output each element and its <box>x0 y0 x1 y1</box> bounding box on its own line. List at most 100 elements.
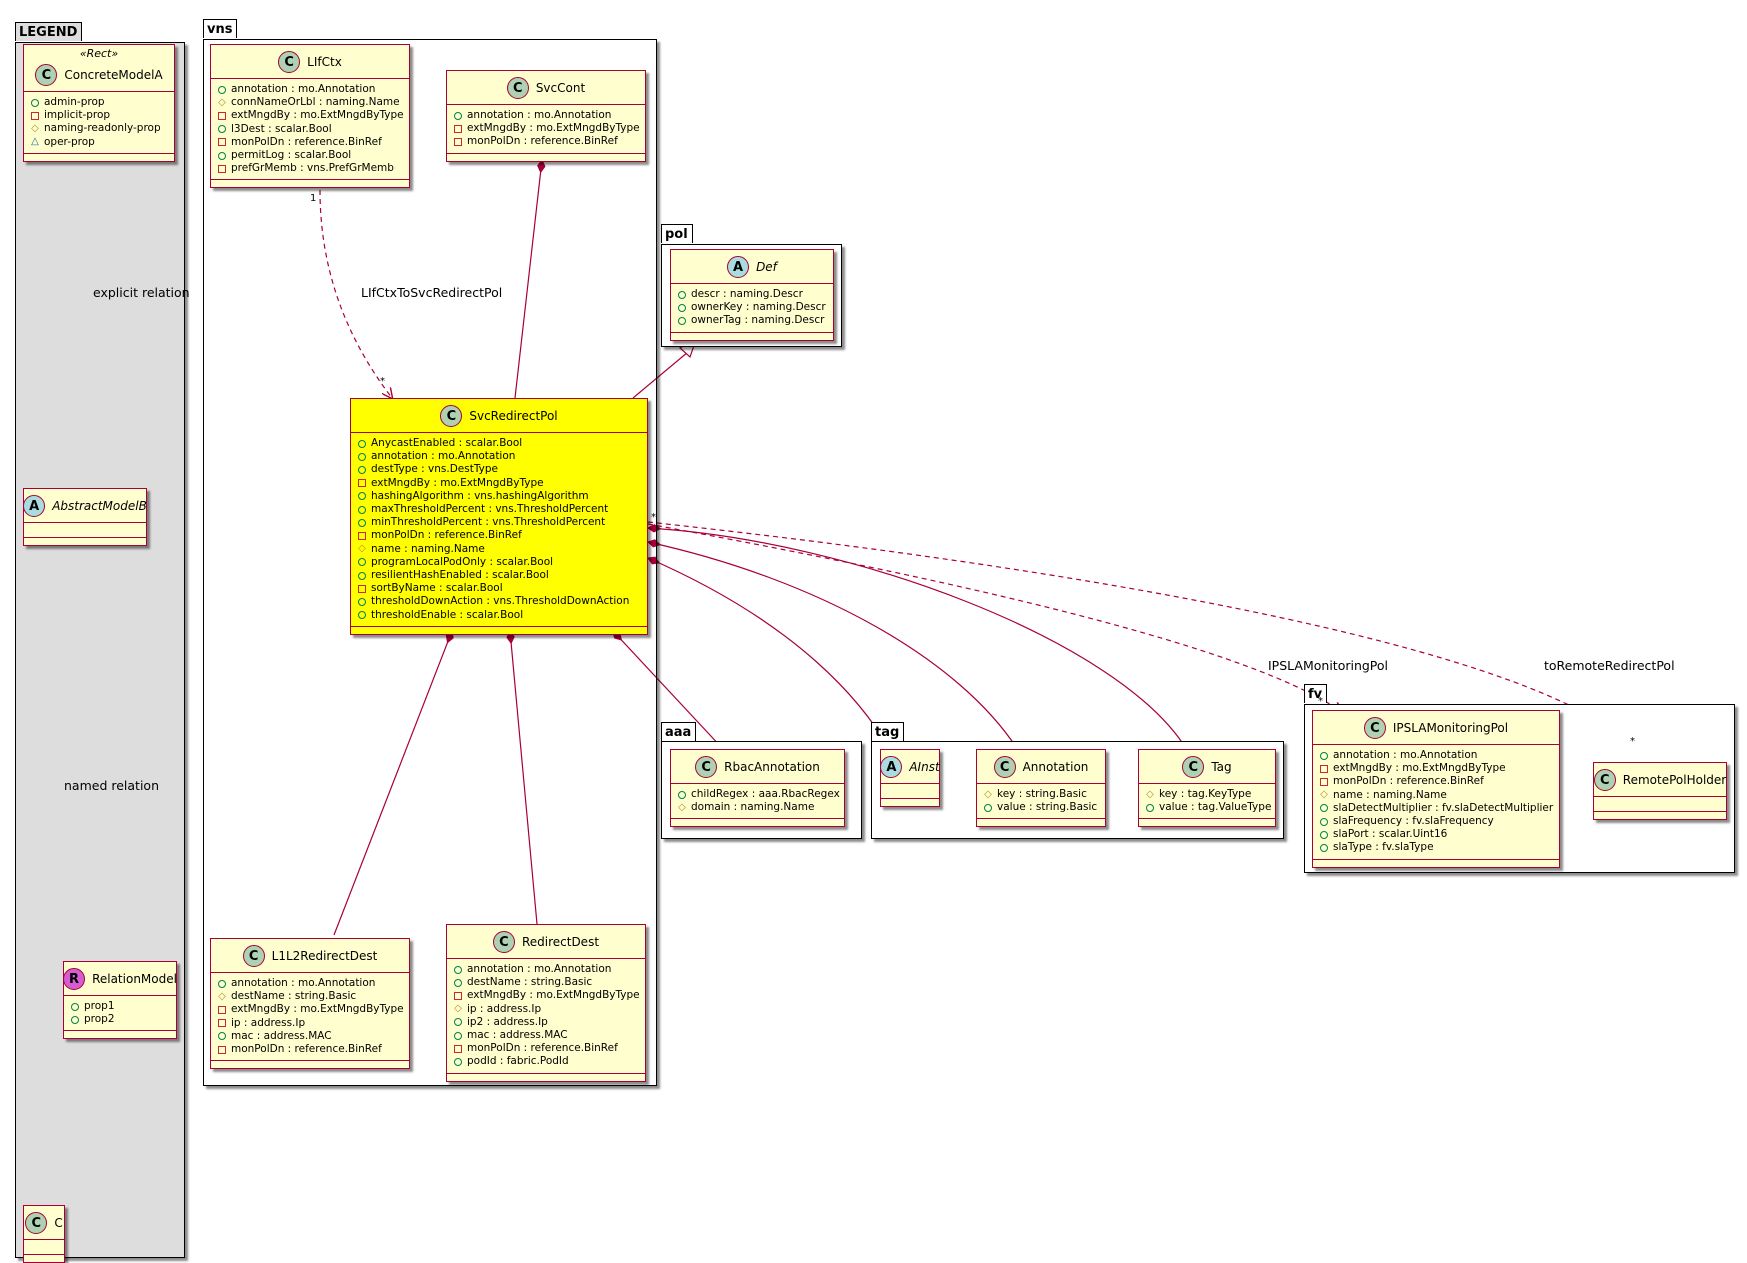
class-name: ConcreteModelA <box>64 68 163 82</box>
multiplicity-many-remote: * <box>1630 736 1635 747</box>
public-visibility-icon <box>357 598 367 606</box>
class-icon: C <box>695 756 718 778</box>
public-visibility-icon <box>1145 804 1155 812</box>
class-icon: C <box>440 405 463 427</box>
class-field: slaDetectMultiplier : fv.slaDetectMultip… <box>1319 802 1553 815</box>
field-text: mac : address.MAC <box>231 1029 332 1042</box>
protected-visibility-icon <box>217 98 227 108</box>
field-text: prefGrMemb : vns.PrefGrMemb <box>231 162 394 175</box>
class-field: thresholdDownAction : vns.ThresholdDownA… <box>357 595 641 608</box>
class-field: resilientHashEnabled : scalar.Bool <box>357 569 641 582</box>
public-visibility-icon <box>677 317 687 325</box>
class-field: l3Dest : scalar.Bool <box>217 123 403 136</box>
vns-package-tab: vns <box>203 19 238 38</box>
protected-visibility-icon <box>217 992 227 1002</box>
class-field: prop1 <box>70 1000 170 1013</box>
class-methods <box>977 819 1105 826</box>
field-text: domain : naming.Name <box>691 801 815 814</box>
field-text: destName : string.Basic <box>231 990 357 1003</box>
public-visibility-icon <box>1319 818 1329 826</box>
field-text: ip : address.Ip <box>231 1016 306 1029</box>
multiplicity-many-svc: * <box>651 512 656 523</box>
class-field: ownerTag : naming.Descr <box>677 314 827 327</box>
tag-package-tab: tag <box>871 722 905 741</box>
class-field: oper-prop <box>30 136 168 149</box>
annotation-composition-line <box>647 539 1019 751</box>
class-methods <box>1594 812 1726 819</box>
field-text: implicit-prop <box>44 109 111 122</box>
public-visibility-icon <box>357 453 367 461</box>
class-field: key : tag.KeyType <box>1145 788 1269 801</box>
remote-relation-label: toRemoteRedirectPol <box>1544 658 1675 673</box>
field-text: annotation : mo.Annotation <box>231 977 376 989</box>
named-relation-label: named relation <box>64 778 159 793</box>
class-name: RedirectDest <box>521 935 600 949</box>
private-visibility-icon <box>1319 778 1329 786</box>
field-text: extMngdBy : mo.ExtMngdByType <box>371 476 544 489</box>
class-field: key : string.Basic <box>983 788 1099 801</box>
field-text: annotation : mo.Annotation <box>467 963 612 975</box>
multiplicity-many-lifctx: * <box>380 376 385 387</box>
class-header: C IPSLAMonitoringPol <box>1313 711 1559 745</box>
field-text: value : string.Basic <box>997 801 1098 814</box>
class-field: AnycastEnabled : scalar.Bool <box>357 437 641 450</box>
protected-visibility-icon <box>677 803 687 813</box>
field-text: resilientHashEnabled : scalar.Bool <box>371 569 549 582</box>
class-field: thresholdEnable : scalar.Bool <box>357 609 641 622</box>
class-icon: C <box>1363 717 1386 739</box>
class-field: destType : vns.DestType <box>357 463 641 476</box>
public-visibility-icon <box>677 291 687 299</box>
field-text: annotation : mo.Annotation <box>371 450 516 463</box>
class-methods <box>671 819 844 826</box>
class-field: extMngdBy : mo.ExtMngdByType <box>453 122 640 135</box>
public-visibility-icon <box>217 125 227 133</box>
class-name: AbstractModelB <box>52 499 147 513</box>
class-methods <box>447 1074 645 1081</box>
protected-visibility-icon <box>1319 790 1329 800</box>
rbac-composition-line <box>612 630 724 750</box>
field-text: minThresholdPercent : vns.ThresholdPerce… <box>371 516 606 529</box>
public-visibility-icon <box>357 492 367 500</box>
class-name: C <box>54 1216 63 1230</box>
field-text: connNameOrLbl : naming.Name <box>231 96 400 109</box>
class-field: extMngdBy : mo.ExtMngdByType <box>217 1003 404 1016</box>
public-visibility-icon <box>453 1018 463 1026</box>
aaa-package-tab: aaa <box>661 722 697 741</box>
class-field: prop2 <box>70 1013 170 1026</box>
public-visibility-icon <box>217 86 227 94</box>
public-visibility-icon <box>677 791 687 799</box>
class-icon: C <box>278 51 301 73</box>
field-text: AnycastEnabled : scalar.Bool <box>371 437 523 449</box>
class-fields: childRegex : aaa.RbacRegexdomain : namin… <box>671 784 844 820</box>
private-visibility-icon <box>357 585 367 593</box>
class-name: IPSLAMonitoringPol <box>1392 721 1509 735</box>
class-name: RemotePolHolder <box>1622 773 1727 787</box>
class-field: mac : address.MAC <box>217 1030 403 1043</box>
public-visibility-icon <box>357 572 367 580</box>
public-visibility-icon <box>357 558 367 566</box>
ipsla-relation-label: IPSLAMonitoringPol <box>1268 658 1389 673</box>
class-field: monPolDn : reference.BinRef <box>1319 775 1553 788</box>
class-name: AInst <box>909 760 940 774</box>
